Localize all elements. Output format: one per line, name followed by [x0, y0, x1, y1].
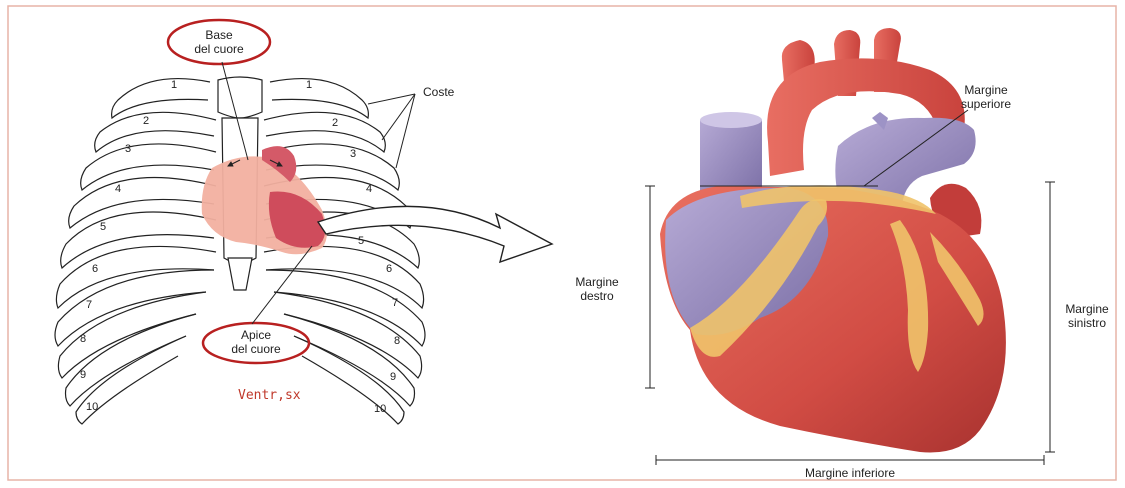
- right-margin-label-line1: Margine: [575, 275, 619, 289]
- inferior-margin-label: Margine inferiore: [805, 466, 895, 480]
- base-label-line1: Base: [205, 28, 233, 42]
- rib-number: 7: [86, 299, 92, 311]
- superior-margin-label-line1: Margine: [964, 83, 1008, 97]
- rib-number: 1: [306, 79, 312, 91]
- coste-label: Coste: [423, 85, 455, 99]
- rib-number: 8: [80, 333, 86, 345]
- rib-number: 9: [80, 369, 86, 381]
- apex-label-line1: Apice: [241, 328, 271, 342]
- left-margin-label-line2: sinistro: [1068, 316, 1106, 330]
- rib-number: 4: [366, 183, 372, 195]
- base-label-line2: del cuore: [194, 42, 244, 56]
- rib-number: 4: [115, 183, 121, 195]
- rib-number: 6: [386, 263, 392, 275]
- rib-number: 6: [92, 263, 98, 275]
- rib-number: 2: [332, 117, 338, 129]
- rib-number: 10: [374, 403, 386, 415]
- rib-number: 8: [394, 335, 400, 347]
- rib-number: 1: [171, 79, 177, 91]
- rib-number: 5: [100, 221, 106, 233]
- apex-label-line2: del cuore: [231, 342, 281, 356]
- rib-number: 9: [390, 371, 396, 383]
- rib-number: 7: [392, 297, 398, 309]
- left-margin-label-line1: Margine: [1065, 302, 1109, 316]
- superior-margin-label-line2: superiore: [961, 97, 1011, 111]
- rib-number: 2: [143, 115, 149, 127]
- rib-number: 5: [358, 235, 364, 247]
- rib-number: 10: [86, 401, 98, 413]
- ventr-sx-handwritten: Ventr,sx: [238, 388, 301, 403]
- rib-number: 3: [350, 148, 356, 160]
- right-margin-label-line2: destro: [580, 289, 614, 303]
- rib-number: 3: [125, 143, 131, 155]
